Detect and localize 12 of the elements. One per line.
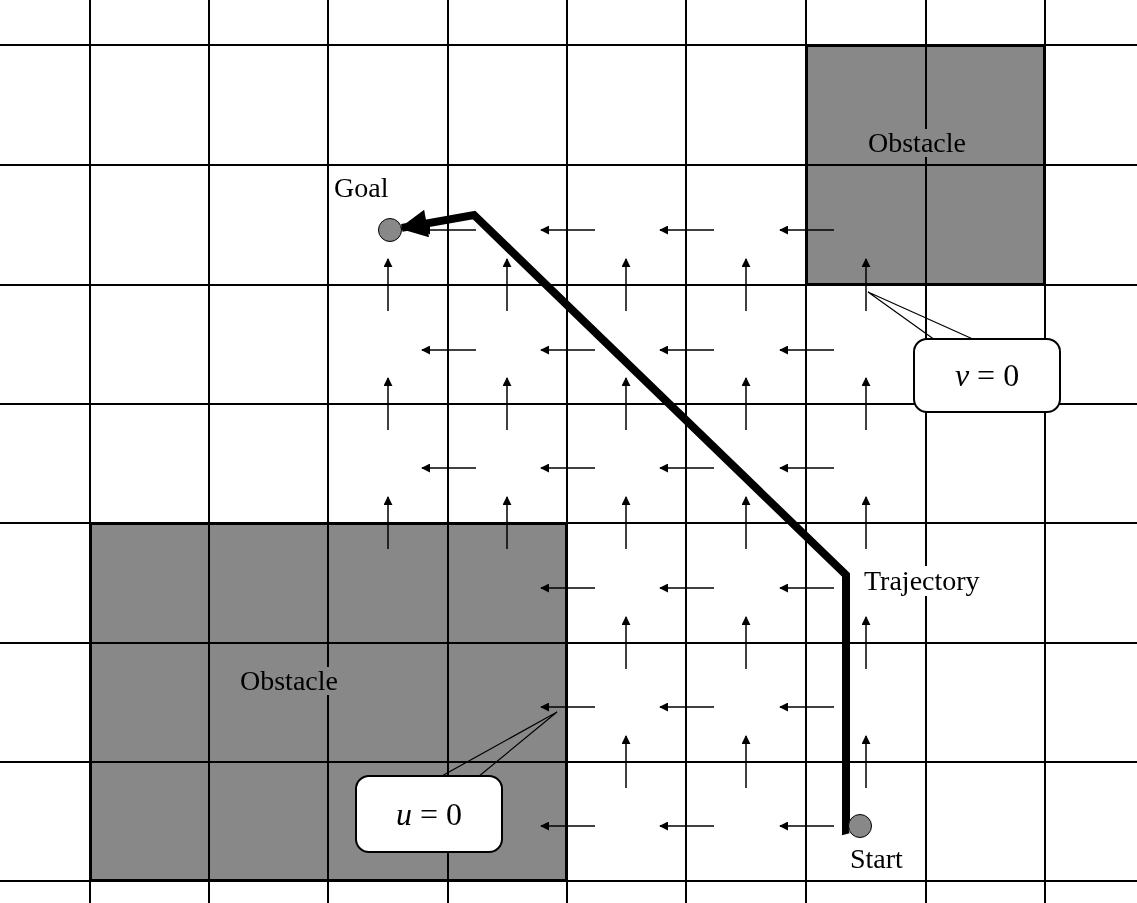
obstacle-label: Obstacle xyxy=(240,667,338,695)
equation-label: v = 0 xyxy=(954,357,1020,394)
equation-label: u = 0 xyxy=(395,795,462,833)
trajectory-arrow xyxy=(399,209,853,836)
position-dot xyxy=(848,814,872,838)
obstacle-block xyxy=(806,45,1045,285)
callout-bubble xyxy=(355,775,503,853)
position-dot xyxy=(378,218,402,242)
obstacle-label: Obstacle xyxy=(868,129,966,157)
callout-bubble xyxy=(913,338,1061,413)
edge-label: Trajectory xyxy=(862,566,982,596)
obstacle-block xyxy=(90,523,567,881)
